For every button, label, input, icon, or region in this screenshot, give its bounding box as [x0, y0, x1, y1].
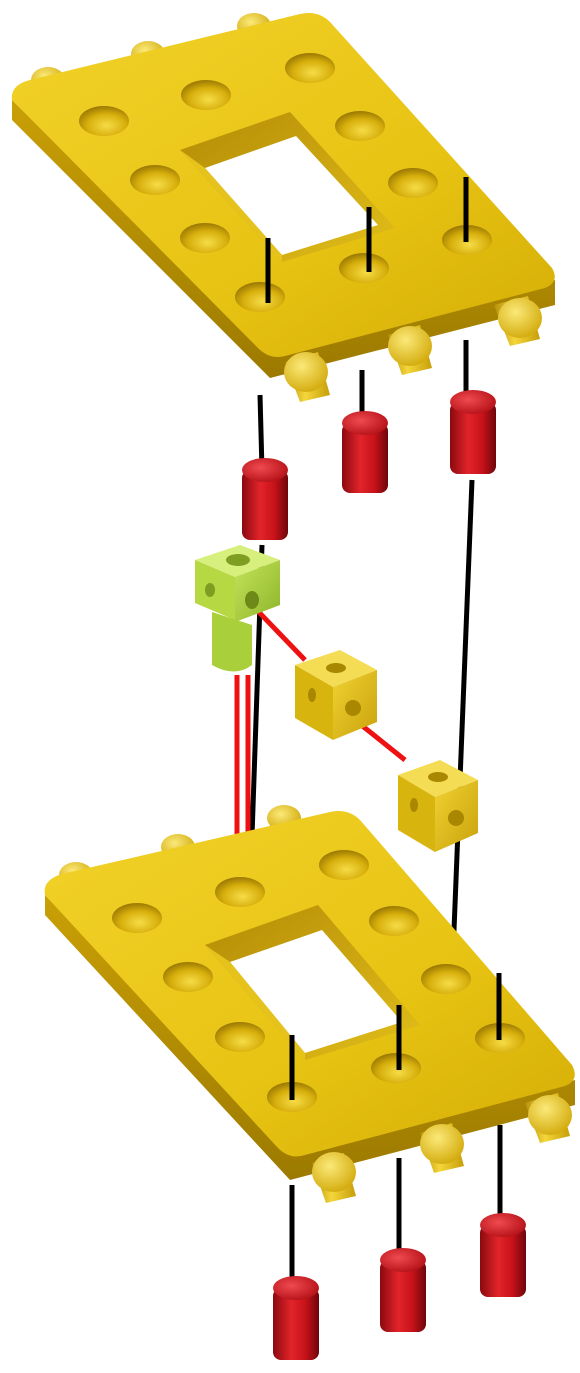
knob-row-front-bottom — [312, 1093, 572, 1203]
yellow-cube-connector-2 — [398, 760, 478, 852]
frame-plate-top — [11, 13, 555, 402]
knob-row-front — [284, 296, 542, 402]
red-peg-lower-left — [273, 1276, 319, 1360]
red-peg-upper-left — [242, 458, 288, 540]
red-peg-upper-middle — [342, 411, 388, 493]
red-peg-lower-middle — [380, 1248, 426, 1332]
green-angle-block — [195, 545, 280, 672]
hole-grid-top — [79, 53, 492, 312]
hole-grid-bottom — [112, 850, 525, 1112]
red-peg-lower-right — [480, 1213, 526, 1297]
assembly-lines-bottom — [289, 973, 503, 1285]
yellow-cube-connector-1 — [295, 650, 377, 740]
frame-plate-bottom — [44, 805, 575, 1203]
red-peg-upper-right — [450, 390, 496, 474]
assembly-lines-top — [257, 177, 469, 471]
